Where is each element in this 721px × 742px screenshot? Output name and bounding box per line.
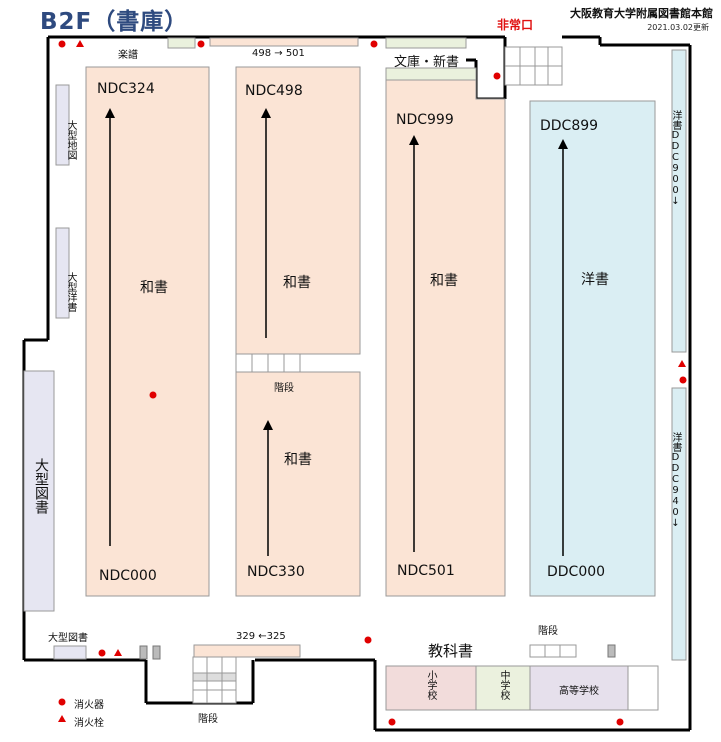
oversize-bottom-shelf: [53, 645, 87, 660]
bottom-right-stairs: [529, 644, 577, 658]
bunko-shinsho-label: 文庫・新書: [394, 55, 460, 70]
right-stairs-label: 階段: [538, 626, 558, 637]
block3-bottom-label: NDC501: [397, 563, 455, 579]
oversize-western-shelf: [55, 227, 70, 319]
legend-hydrant-label: 消火栓: [74, 718, 104, 729]
middle-stairs: [235, 353, 301, 373]
western-ddc900-label: 洋書DDC900↓: [670, 110, 681, 207]
right-stairs: [504, 46, 563, 86]
legend-extinguisher-label: 消火器: [74, 700, 104, 711]
emergency-exit-label: 非常口: [497, 18, 534, 32]
block4-category-label: 洋書: [581, 272, 609, 288]
bottom-stairs: [192, 656, 237, 704]
fire-hydrants: [58, 40, 686, 722]
floor-title: B2F（書庫）: [40, 9, 189, 35]
bunko-shelf-top: [385, 37, 467, 49]
block3-category-label: 和書: [430, 273, 458, 289]
update-date: 2021.03.02更新: [647, 23, 709, 32]
block2-lower-bottom-label: NDC330: [247, 564, 305, 580]
shelf-329-325: [193, 644, 301, 658]
western-ddc940-shelf: [671, 387, 687, 661]
textbook-high-school: [529, 665, 629, 711]
western-ddc900-shelf: [671, 49, 687, 353]
pillar-small: [139, 645, 148, 660]
block4-top-label: DDC899: [540, 118, 599, 134]
pillar-small-2: [152, 645, 161, 660]
shelf-498-501-label: 498 → 501: [252, 48, 305, 59]
textbook-elementary: [385, 665, 477, 711]
block4-bottom-label: DDC000: [547, 564, 606, 580]
oversize-maps-label: 大型地図: [65, 120, 76, 160]
oversize-books-bottom-label: 大型図書: [48, 633, 88, 644]
oversize-maps-shelf: [55, 84, 70, 166]
shelf-block-2-upper: [235, 66, 361, 355]
block2-upper-category-label: 和書: [283, 275, 311, 291]
shelf-498-501: [209, 37, 359, 47]
shelf-block-1: [85, 66, 210, 597]
textbook-empty: [627, 665, 659, 711]
textbooks-label: 教科書: [428, 642, 474, 660]
gakufu-shelf: [167, 37, 196, 49]
bottom-stairs-label: 階段: [198, 714, 218, 725]
oversize-books-shelf: [23, 370, 55, 612]
oversize-books-vertical-label: 大型図書: [33, 458, 49, 514]
western-ddc940-label: 洋書DDC940↓: [670, 432, 681, 529]
block2-lower-category-label: 和書: [284, 452, 312, 468]
elementary-label: 小学校: [425, 670, 436, 700]
block1-category-label: 和書: [140, 280, 168, 296]
block1-top-label: NDC324: [97, 81, 155, 97]
shelf-329-325-label: 329 ←325: [236, 631, 286, 642]
high-school-label: 高等学校: [559, 686, 599, 697]
junior-high-label: 中学校: [498, 670, 509, 700]
oversize-western-label: 大型洋書: [65, 272, 76, 312]
textbook-junior-high: [475, 665, 531, 711]
fire-extinguishers: [58, 40, 687, 726]
middle-stairs-label: 階段: [274, 383, 294, 394]
block2-upper-top-label: NDC498: [245, 83, 303, 99]
block1-bottom-label: NDC000: [99, 568, 157, 584]
block3-top-label: NDC999: [396, 112, 454, 128]
library-name: 大阪教育大学附属図書館本館: [570, 7, 713, 20]
gakufu-label: 楽譜: [118, 50, 138, 61]
shelf-block-4: [529, 100, 656, 597]
shelf-block-2-lower: [235, 371, 361, 597]
pillar-right-bottom: [607, 644, 616, 658]
shelf-block-3: [385, 79, 506, 597]
